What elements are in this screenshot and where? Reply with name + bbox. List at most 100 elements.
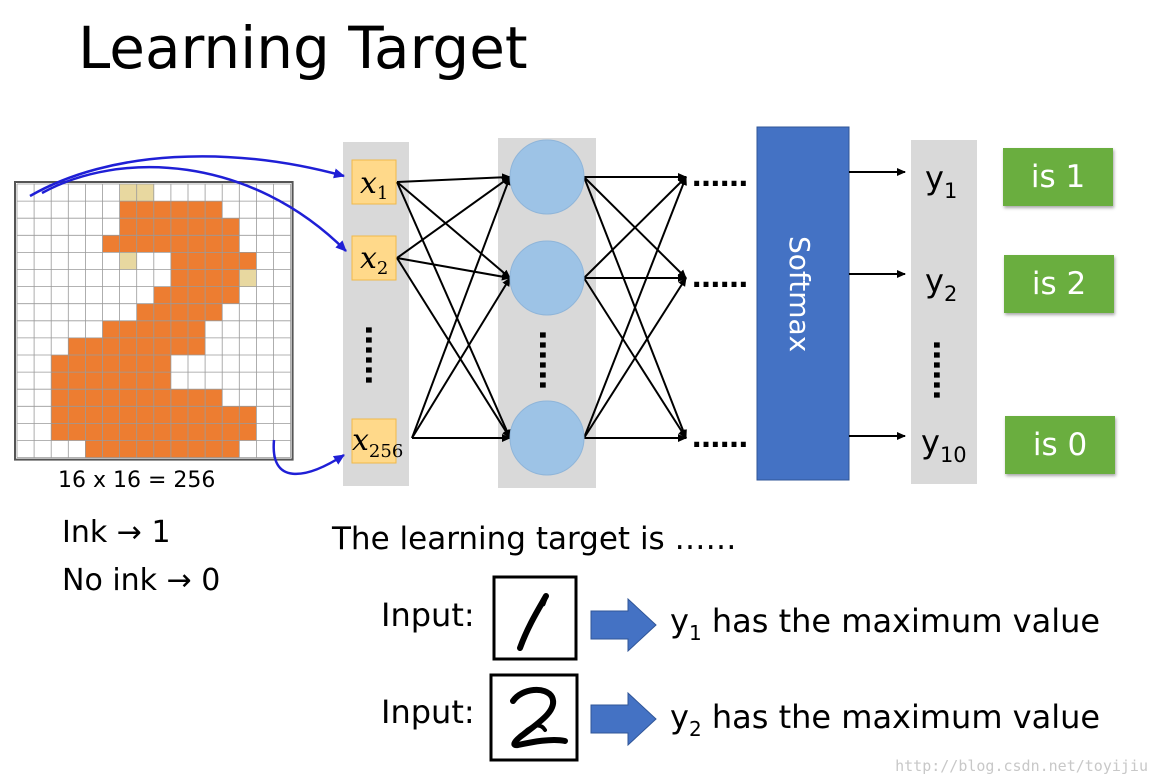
ink-pixel bbox=[188, 337, 206, 355]
block-arrow bbox=[590, 691, 657, 747]
grid-caption: 16 x 16 = 256 bbox=[58, 468, 216, 493]
connection-line bbox=[396, 181, 511, 439]
ink-pixel bbox=[119, 184, 137, 202]
ink-pixel bbox=[136, 423, 154, 441]
ink-pixel bbox=[102, 337, 120, 355]
output-ellipsis: …… bbox=[926, 340, 961, 400]
ink-pixel bbox=[170, 440, 188, 458]
ink-pixel bbox=[136, 303, 154, 321]
output-label-y2: y2 bbox=[925, 262, 957, 306]
input-node-box bbox=[351, 235, 397, 281]
ink-pixel bbox=[205, 389, 223, 407]
ink-pixel bbox=[153, 201, 171, 219]
ink-pixel bbox=[188, 320, 206, 338]
ink-pixel bbox=[136, 406, 154, 424]
ink-pixel bbox=[51, 355, 69, 373]
connection-line bbox=[583, 176, 687, 279]
digit-one-serif bbox=[540, 593, 549, 607]
ink-pixel bbox=[188, 201, 206, 219]
ink-pixel bbox=[188, 252, 206, 270]
digit-pixel-grid bbox=[14, 181, 294, 461]
ink-pixel bbox=[170, 286, 188, 304]
ink-pixel bbox=[102, 389, 120, 407]
ink-pixel bbox=[85, 440, 103, 458]
ink-pixel bbox=[102, 440, 120, 458]
ink-pixel bbox=[119, 406, 137, 424]
ink-pixel bbox=[170, 235, 188, 253]
ink-pixel bbox=[153, 355, 171, 373]
ink-pixel bbox=[85, 389, 103, 407]
ink-pixel bbox=[170, 320, 188, 338]
connection-line bbox=[396, 181, 511, 279]
pixel-arrow-x2 bbox=[41, 165, 347, 252]
ink-pixel bbox=[188, 440, 206, 458]
ink-pixel bbox=[153, 423, 171, 441]
example-input-label: Input: bbox=[381, 693, 475, 731]
ink-pixel bbox=[102, 235, 120, 253]
ink-pixel bbox=[239, 406, 257, 424]
softmax-label: Softmax bbox=[783, 236, 816, 352]
pixel-arrow-x1 bbox=[29, 155, 345, 198]
ink-pixel bbox=[222, 286, 240, 304]
ink-pixel bbox=[170, 269, 188, 287]
ink-pixel bbox=[153, 389, 171, 407]
layer-ellipsis: …… bbox=[692, 421, 748, 454]
ink-pixel bbox=[85, 337, 103, 355]
ink-pixel bbox=[170, 389, 188, 407]
pixel-arrow-x256 bbox=[272, 439, 345, 475]
ink-pixel bbox=[68, 406, 86, 424]
ink-pixel bbox=[85, 372, 103, 390]
ink-pixel bbox=[68, 337, 86, 355]
ink-pixel bbox=[188, 303, 206, 321]
ink-pixel bbox=[205, 235, 223, 253]
ink-pixel bbox=[188, 406, 206, 424]
ink-pixel bbox=[205, 423, 223, 441]
ink-pixel bbox=[102, 406, 120, 424]
ink-pixel bbox=[136, 355, 154, 373]
connection-line bbox=[583, 277, 687, 439]
ink-pixel bbox=[222, 440, 240, 458]
ink-pixel bbox=[222, 218, 240, 236]
is-0-button[interactable]: is 0 bbox=[1005, 416, 1115, 474]
example-result-text: y1 has the maximum value bbox=[670, 602, 1100, 645]
hidden-neuron bbox=[509, 400, 585, 476]
is-1-button[interactable]: is 1 bbox=[1003, 148, 1113, 206]
input-label-x256: x256 bbox=[352, 423, 403, 462]
ink-pixel bbox=[222, 406, 240, 424]
ink-pixel bbox=[205, 201, 223, 219]
ink-pixel bbox=[136, 389, 154, 407]
ink-pixel bbox=[153, 235, 171, 253]
ink-pixel bbox=[170, 218, 188, 236]
ink-pixel bbox=[222, 423, 240, 441]
ink-pixel bbox=[205, 406, 223, 424]
ink-pixel bbox=[119, 337, 137, 355]
ink-pixel bbox=[51, 406, 69, 424]
connection-line bbox=[396, 173, 511, 183]
digit-two-loop bbox=[518, 723, 547, 739]
ink-pixel bbox=[68, 355, 86, 373]
ink-pixel bbox=[119, 320, 137, 338]
ink-pixel bbox=[119, 423, 137, 441]
ink-pixel bbox=[51, 372, 69, 390]
ink-pixel bbox=[136, 201, 154, 219]
ink-pixel bbox=[68, 423, 86, 441]
example-input-label: Input: bbox=[381, 596, 475, 634]
ink-pixel bbox=[222, 269, 240, 287]
ink-pixel bbox=[188, 423, 206, 441]
ink-pixel bbox=[136, 440, 154, 458]
ink-pixel bbox=[119, 372, 137, 390]
ink-pixel bbox=[239, 423, 257, 441]
ink-pixel bbox=[119, 389, 137, 407]
connection-line bbox=[396, 257, 511, 281]
ink-pixel bbox=[170, 201, 188, 219]
hidden-ellipsis: …… bbox=[532, 330, 567, 390]
connection-line bbox=[396, 176, 511, 259]
ink-pixel bbox=[188, 286, 206, 304]
connection-line bbox=[396, 257, 511, 439]
ink-pixel bbox=[51, 423, 69, 441]
ink-pixel bbox=[119, 355, 137, 373]
ink-pixel bbox=[222, 235, 240, 253]
is-2-button[interactable]: is 2 bbox=[1004, 255, 1114, 313]
ink-pixel bbox=[102, 355, 120, 373]
